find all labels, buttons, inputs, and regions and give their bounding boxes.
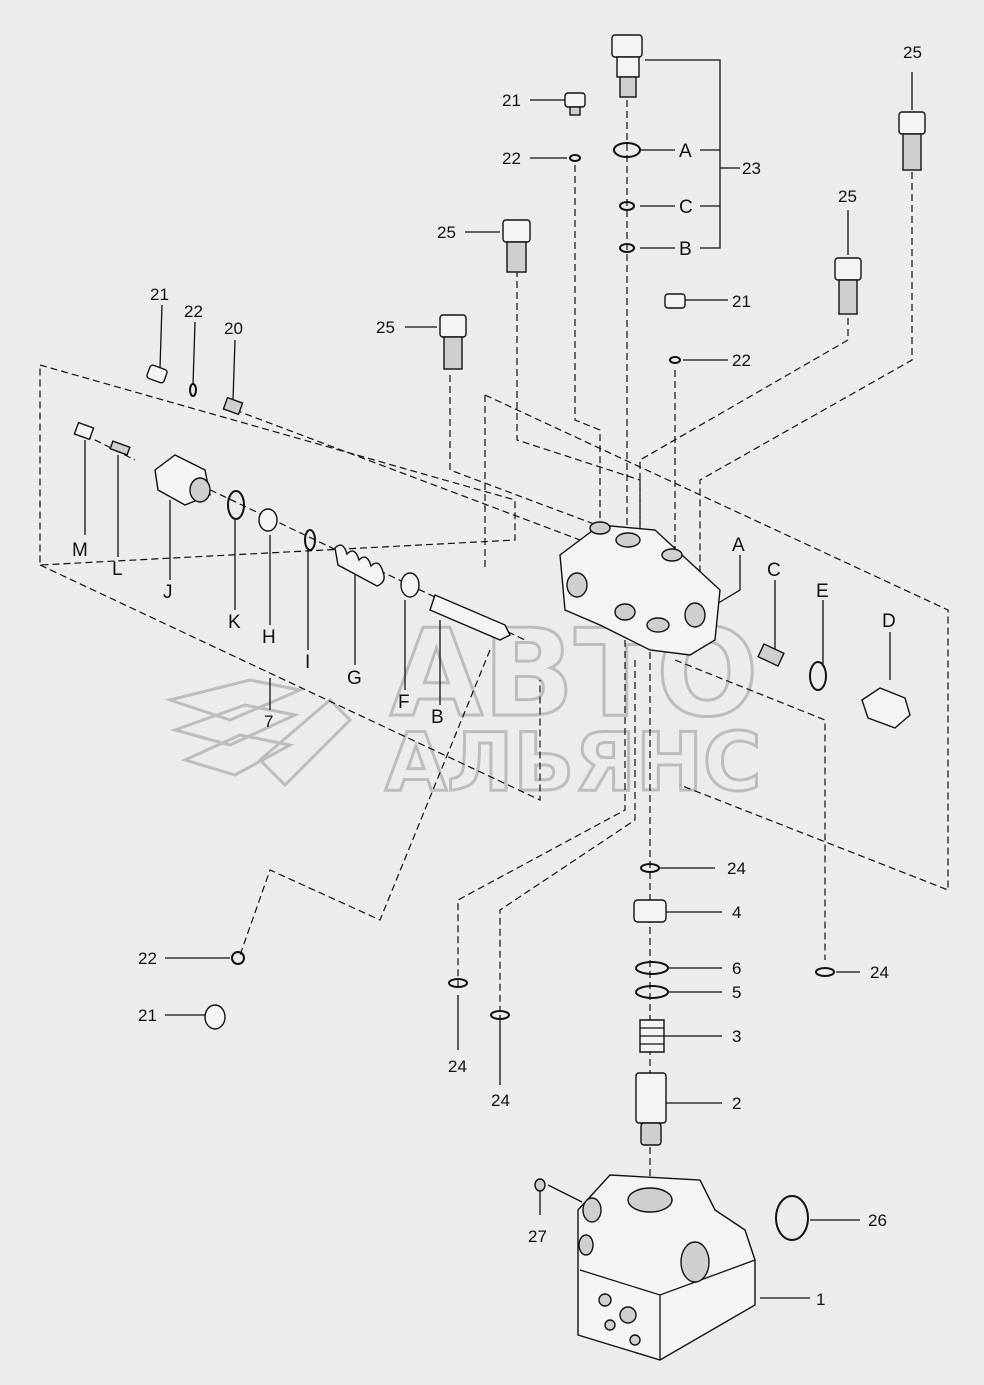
o-rings-ACB — [613, 142, 641, 253]
dashed-frames — [39, 364, 949, 891]
callout-3: 3 — [732, 1027, 741, 1046]
watermark-line2: АЛЬЯНС — [385, 716, 762, 809]
callout-21-right: 21 — [732, 292, 751, 311]
callout-27: 27 — [528, 1227, 547, 1246]
callout-20: 20 — [224, 319, 243, 338]
central-valve-body — [559, 521, 721, 656]
callout-1: 1 — [816, 1290, 825, 1309]
callout-B-top: B — [679, 239, 692, 260]
callout-2: 2 — [732, 1094, 741, 1113]
callout-24-b: 24 — [870, 963, 889, 982]
callout-C-top: C — [679, 197, 693, 218]
callout-24-d: 24 — [491, 1091, 510, 1110]
callout-21-left: 21 — [150, 285, 169, 304]
callout-J: J — [163, 582, 173, 603]
callout-L: L — [112, 559, 123, 580]
callout-25-d: 25 — [903, 43, 922, 62]
callout-G: G — [347, 668, 362, 689]
callout-22-lower: 22 — [138, 949, 157, 968]
callout-25-b: 25 — [376, 318, 395, 337]
callout-B-left: B — [431, 707, 444, 728]
valve-cartridge-23 — [611, 34, 643, 98]
callout-24-a: 24 — [727, 859, 746, 878]
callout-E-right: E — [816, 581, 829, 602]
left-valve-assembly — [73, 364, 511, 641]
callout-A-right: A — [732, 535, 745, 556]
callout-M: M — [72, 540, 88, 561]
callout-24-c: 24 — [448, 1057, 467, 1076]
plugs-and-bolts-top — [439, 92, 926, 370]
callout-6: 6 — [732, 959, 741, 978]
callout-22-top: 22 — [502, 149, 521, 168]
callout-21-top: 21 — [502, 91, 521, 110]
callout-26: 26 — [868, 1211, 887, 1230]
main-housing-1 — [577, 1174, 756, 1361]
callout-labels: 21 22 A C B 23 25 25 25 25 21 22 21 22 2… — [72, 43, 922, 1309]
callout-22-right: 22 — [732, 351, 751, 370]
callout-23: 23 — [742, 159, 761, 178]
callout-5: 5 — [732, 983, 741, 1002]
callout-lines — [84, 59, 913, 1299]
lower-stack — [204, 863, 835, 1241]
callout-4: 4 — [732, 903, 741, 922]
callout-21-lower: 21 — [138, 1006, 157, 1025]
callout-D-right: D — [882, 611, 896, 632]
callout-A-top: A — [679, 141, 692, 162]
right-side-parts — [757, 643, 911, 729]
leader-lines — [74, 100, 913, 1180]
callout-K: K — [228, 612, 241, 633]
callout-25-c: 25 — [838, 187, 857, 206]
callout-7: 7 — [264, 712, 273, 731]
callout-H: H — [262, 627, 276, 648]
callout-I: I — [305, 652, 310, 673]
callout-22-left: 22 — [184, 302, 203, 321]
callout-25-a: 25 — [437, 223, 456, 242]
callout-F: F — [398, 692, 410, 713]
callout-C-right: C — [767, 560, 781, 581]
